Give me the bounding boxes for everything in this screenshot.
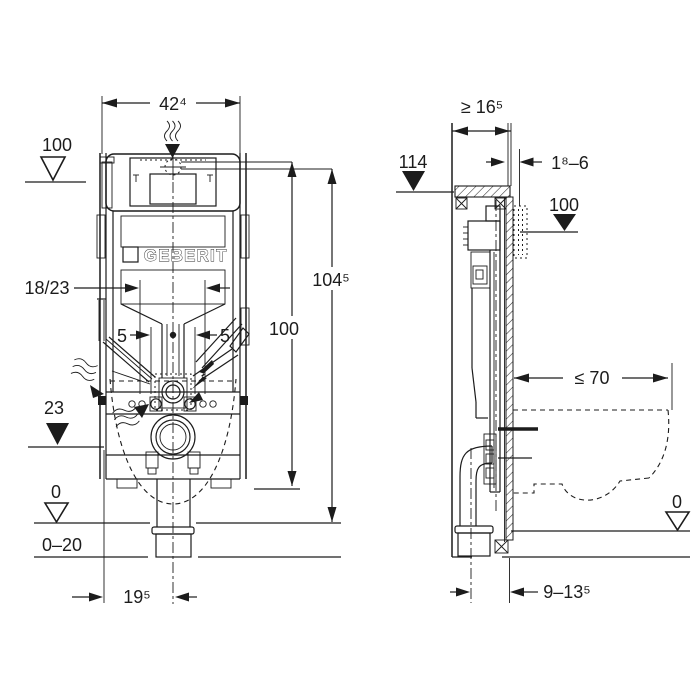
water-supply-assembly [97, 298, 156, 385]
dim-outlet-offset-label: 9–13⁵ [543, 582, 591, 602]
frame-rails [96, 153, 250, 479]
geberit-logo-text: GEBERIT [144, 247, 228, 265]
wc-pan-outline-front [109, 378, 237, 505]
dim-actuator-height: 100 [254, 162, 305, 490]
actuator-plate-side [513, 205, 528, 259]
side-view: ≥ 16⁵ 114 [396, 97, 691, 603]
level-marker-actuator: 100 [520, 195, 579, 233]
dim-wc-depth-label: ≤ 70 [575, 368, 610, 388]
drain-socket-front [145, 414, 201, 475]
level-floor-label-front: 0 [51, 482, 61, 502]
floor-adjust-zone: 0–20 [34, 535, 341, 558]
level-top-rail-label: 114 [399, 152, 428, 172]
airflow-icon-inner [112, 407, 140, 427]
dim-five-left-label: 5 [117, 326, 127, 346]
dim-total-height: 104⁵ [305, 169, 359, 522]
level-marker-floor-front: 0 [34, 482, 341, 524]
mounting-crossbar [106, 380, 240, 415]
dim-wc-depth: ≤ 70 [514, 363, 673, 410]
geberit-logo: GEBERIT [122, 246, 228, 265]
level-supply-label: 100 [42, 135, 72, 155]
base-bracket [494, 539, 509, 554]
dim-supply-offset: 19⁵ [72, 450, 197, 607]
dim-installation-depth: ≥ 16⁵ [452, 97, 512, 186]
airflow-arrowhead-left [90, 385, 104, 398]
level-marker-supply-height: 100 [25, 135, 86, 183]
dim-cladding-thickness: 1⁸–6 [486, 153, 589, 173]
dim-outlet-offset: 9–13⁵ [450, 558, 591, 603]
level-actuator-label: 100 [549, 195, 579, 215]
drain-elbow [454, 445, 494, 603]
dim-floor-adjust-label: 0–20 [42, 535, 82, 555]
dim-five-right-label: 5 [220, 326, 230, 346]
dim-actuator-height-label: 100 [269, 319, 299, 339]
dim-cladding-label: 1⁸–6 [551, 153, 589, 173]
rail-bracket-left [455, 197, 468, 210]
dim-anchor-spacing: 18/23 [24, 278, 230, 394]
odour-extraction-icon [164, 120, 181, 158]
dim-five-offsets: 5 5 [117, 326, 230, 394]
level-outlet-label: 23 [44, 398, 64, 418]
foot-rail [106, 454, 240, 489]
dim-supply-offset-label: 19⁵ [123, 587, 150, 607]
dim-frame-width-label: 42⁴ [159, 94, 187, 114]
dim-depth-label: ≥ 16⁵ [461, 97, 503, 117]
wall-cladding [494, 149, 520, 554]
airflow-icon-left [70, 358, 98, 381]
dim-anchor-spacing-label: 18/23 [24, 278, 69, 298]
wc-pan-outline-side [513, 409, 670, 501]
actuator-center-crosshair [160, 154, 186, 180]
front-view: 42⁴ 100 [24, 91, 359, 607]
drain-pipe-front [151, 479, 195, 558]
dim-total-height-label: 104⁵ [312, 270, 350, 290]
wc-mounting-bracket [483, 433, 497, 485]
dim-frame-width: 42⁴ [101, 91, 241, 210]
airflow-arrowhead-inner [134, 404, 149, 418]
level-marker-floor-side: 0 [502, 492, 691, 558]
level-floor-label-side: 0 [672, 492, 682, 512]
level-marker-outlet: 23 [28, 398, 104, 448]
level-triangle-open [39, 156, 67, 182]
level-marker-top-rail: 114 [396, 152, 454, 193]
